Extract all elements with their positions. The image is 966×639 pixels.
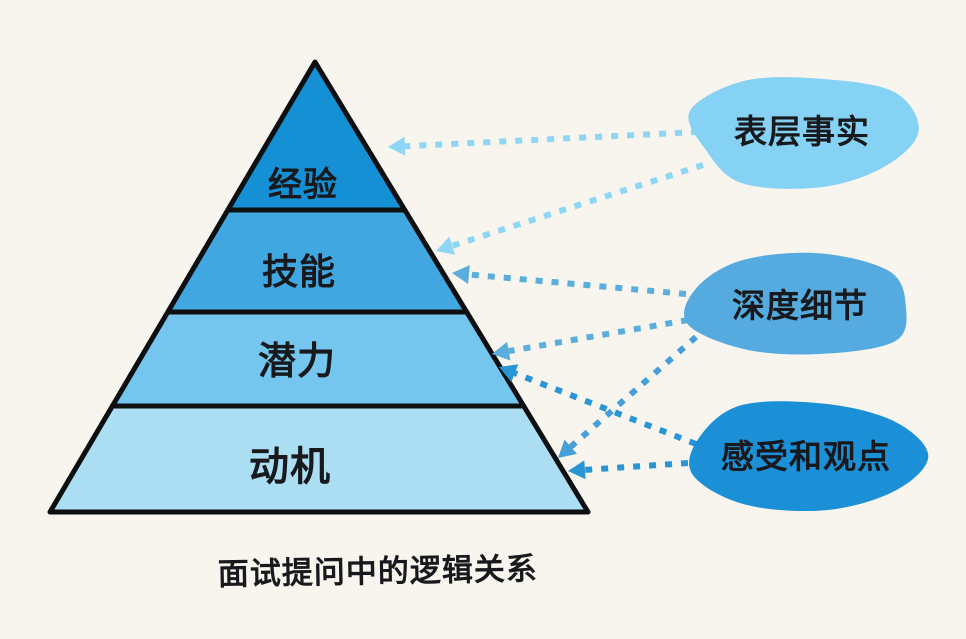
- arrow-line-deep-details-to-motivation: [568, 334, 698, 450]
- arrow-head-icon: [452, 265, 470, 284]
- bubble-feelings-and-opinions: [689, 401, 929, 512]
- arrow-line-feelings-and-opinions-to-motivation: [584, 460, 689, 473]
- arrow-head-icon: [568, 460, 586, 480]
- pyramid-layer-label-skills: 技能: [262, 252, 336, 293]
- bubble-deep-details: [684, 252, 907, 355]
- arrow-deep-details-to-potential: [492, 317, 689, 361]
- pyramid-layer-label-potential: 潜力: [258, 339, 336, 383]
- diagram-title: 面试提问中的逻辑关系: [218, 551, 539, 593]
- arrow-surface-facts-to-experience: [388, 129, 699, 156]
- arrow-feelings-and-opinions-to-potential: [499, 364, 698, 447]
- arrow-head-icon: [558, 439, 577, 458]
- bubble-label-deep-details: 深度细节: [732, 286, 868, 325]
- arrow-surface-facts-to-skills: [436, 162, 704, 255]
- arrow-line-surface-facts-to-experience: [404, 129, 699, 150]
- arrow-feelings-and-opinions-to-motivation: [568, 460, 689, 480]
- arrow-deep-details-to-skills: [452, 265, 687, 297]
- arrow-deep-details-to-motivation: [558, 334, 698, 458]
- pyramid-layer-label-motivation: 动机: [249, 444, 331, 490]
- pyramid-layer-motivation: [47, 403, 591, 515]
- arrow-head-icon: [499, 364, 519, 382]
- arrow-head-icon: [436, 236, 456, 255]
- arrow-line-deep-details-to-skills: [468, 271, 687, 297]
- arrow-line-deep-details-to-potential: [508, 317, 689, 355]
- bubble-label-surface-facts: 表层事实: [734, 112, 870, 151]
- arrow-head-icon: [492, 341, 511, 361]
- bubble-surface-facts: [688, 77, 919, 189]
- arrow-line-feelings-and-opinions-to-potential: [513, 370, 698, 447]
- bubble-label-feelings-and-opinions: 感受和观点: [721, 437, 891, 476]
- arrow-head-icon: [388, 136, 406, 156]
- pyramid-layer-label-experience: 经验: [268, 165, 338, 205]
- arrow-line-surface-facts-to-skills: [451, 162, 704, 249]
